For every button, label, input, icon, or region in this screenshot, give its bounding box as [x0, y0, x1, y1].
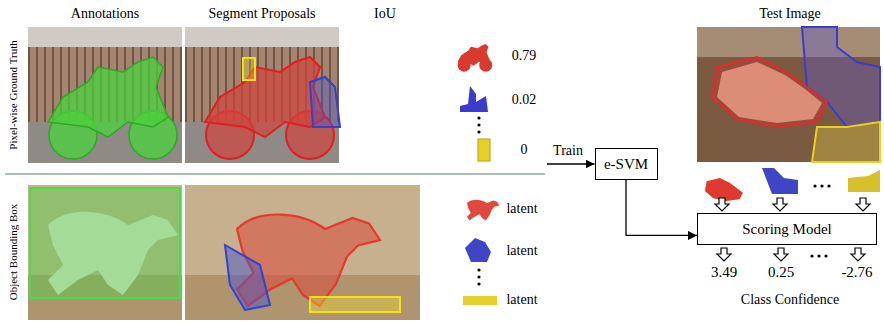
segment-icon: [467, 200, 500, 221]
flow-arrow: [773, 198, 787, 211]
box-label: Scoring Model: [742, 221, 832, 238]
ellipsis-dot: [477, 282, 480, 285]
ellipsis-dot: [477, 130, 480, 133]
latent-tag: latent: [506, 201, 537, 216]
latent-tag: latent: [506, 243, 537, 258]
yellow-segment: [243, 58, 255, 80]
yellow-segment: [310, 297, 400, 312]
column-heading: Segment Proposals: [209, 6, 316, 21]
segment-icon: [463, 296, 497, 305]
ellipsis-dot: [820, 184, 823, 187]
photo-background: [28, 27, 182, 163]
segment-icon: [762, 168, 798, 194]
segment-icon: [457, 44, 492, 72]
flow-connector: [626, 180, 697, 235]
ellipsis-dot: [477, 123, 480, 126]
confidence-score: 3.49: [711, 264, 737, 281]
blue-segment: [225, 245, 270, 310]
model-box: Scoring Model: [697, 213, 877, 245]
proposal-photo: [185, 185, 420, 320]
iou-value: 0.79: [512, 48, 537, 63]
segment-icon: [848, 170, 880, 192]
axis-caption: Class Confidence: [741, 292, 839, 307]
ellipsis-dot: [477, 116, 480, 119]
row-heading: Object Bounding Box: [7, 204, 19, 301]
red-segment: [712, 57, 827, 127]
row-separator: [5, 173, 545, 174]
photo-background: [185, 185, 420, 320]
annotation-photo: [28, 27, 182, 163]
segment-icon: [460, 86, 488, 112]
train-label: Train: [553, 143, 583, 158]
column-heading: IoU: [374, 6, 396, 21]
segment-icon: [478, 139, 490, 161]
flow-arrow: [774, 248, 788, 261]
ellipsis-dot: [817, 254, 820, 257]
ellipsis-dot: [477, 268, 480, 271]
ellipsis-dot: [477, 275, 480, 278]
proposal-photo: [185, 27, 340, 163]
column-heading: Annotations: [71, 6, 139, 21]
photo-background: [697, 27, 880, 162]
motorbike-mask: [48, 57, 177, 159]
bounding-box-mask: [30, 188, 180, 298]
photo-background: [185, 27, 339, 163]
segment-icon: [465, 238, 491, 262]
ellipsis-dot: [813, 184, 816, 187]
iou-value: 0.02: [512, 92, 537, 107]
iou-value: 0: [521, 142, 528, 157]
row-heading: Pixel-wise Ground Truth: [7, 40, 19, 149]
flow-arrow: [717, 248, 731, 261]
blue-segment: [310, 77, 340, 127]
ellipsis-dot: [827, 184, 830, 187]
latent-tag: latent: [506, 292, 537, 307]
annotation-photo: [28, 185, 182, 320]
yellow-segment: [812, 122, 880, 162]
confidence-score: 0.25: [768, 264, 794, 281]
photo-background: [28, 185, 182, 320]
model-box: e-SVM: [595, 148, 658, 180]
ellipsis-dot: [810, 254, 813, 257]
ellipsis-dot: [824, 254, 827, 257]
confidence-score: -2.76: [841, 264, 872, 281]
flow-arrow: [715, 198, 729, 211]
box-label: e-SVM: [604, 156, 648, 173]
flow-arrow: [856, 198, 870, 211]
column-heading: Test Image: [759, 6, 821, 21]
test-photo: [697, 27, 880, 162]
train-arrow: [547, 163, 595, 164]
flow-arrow: [851, 248, 865, 261]
